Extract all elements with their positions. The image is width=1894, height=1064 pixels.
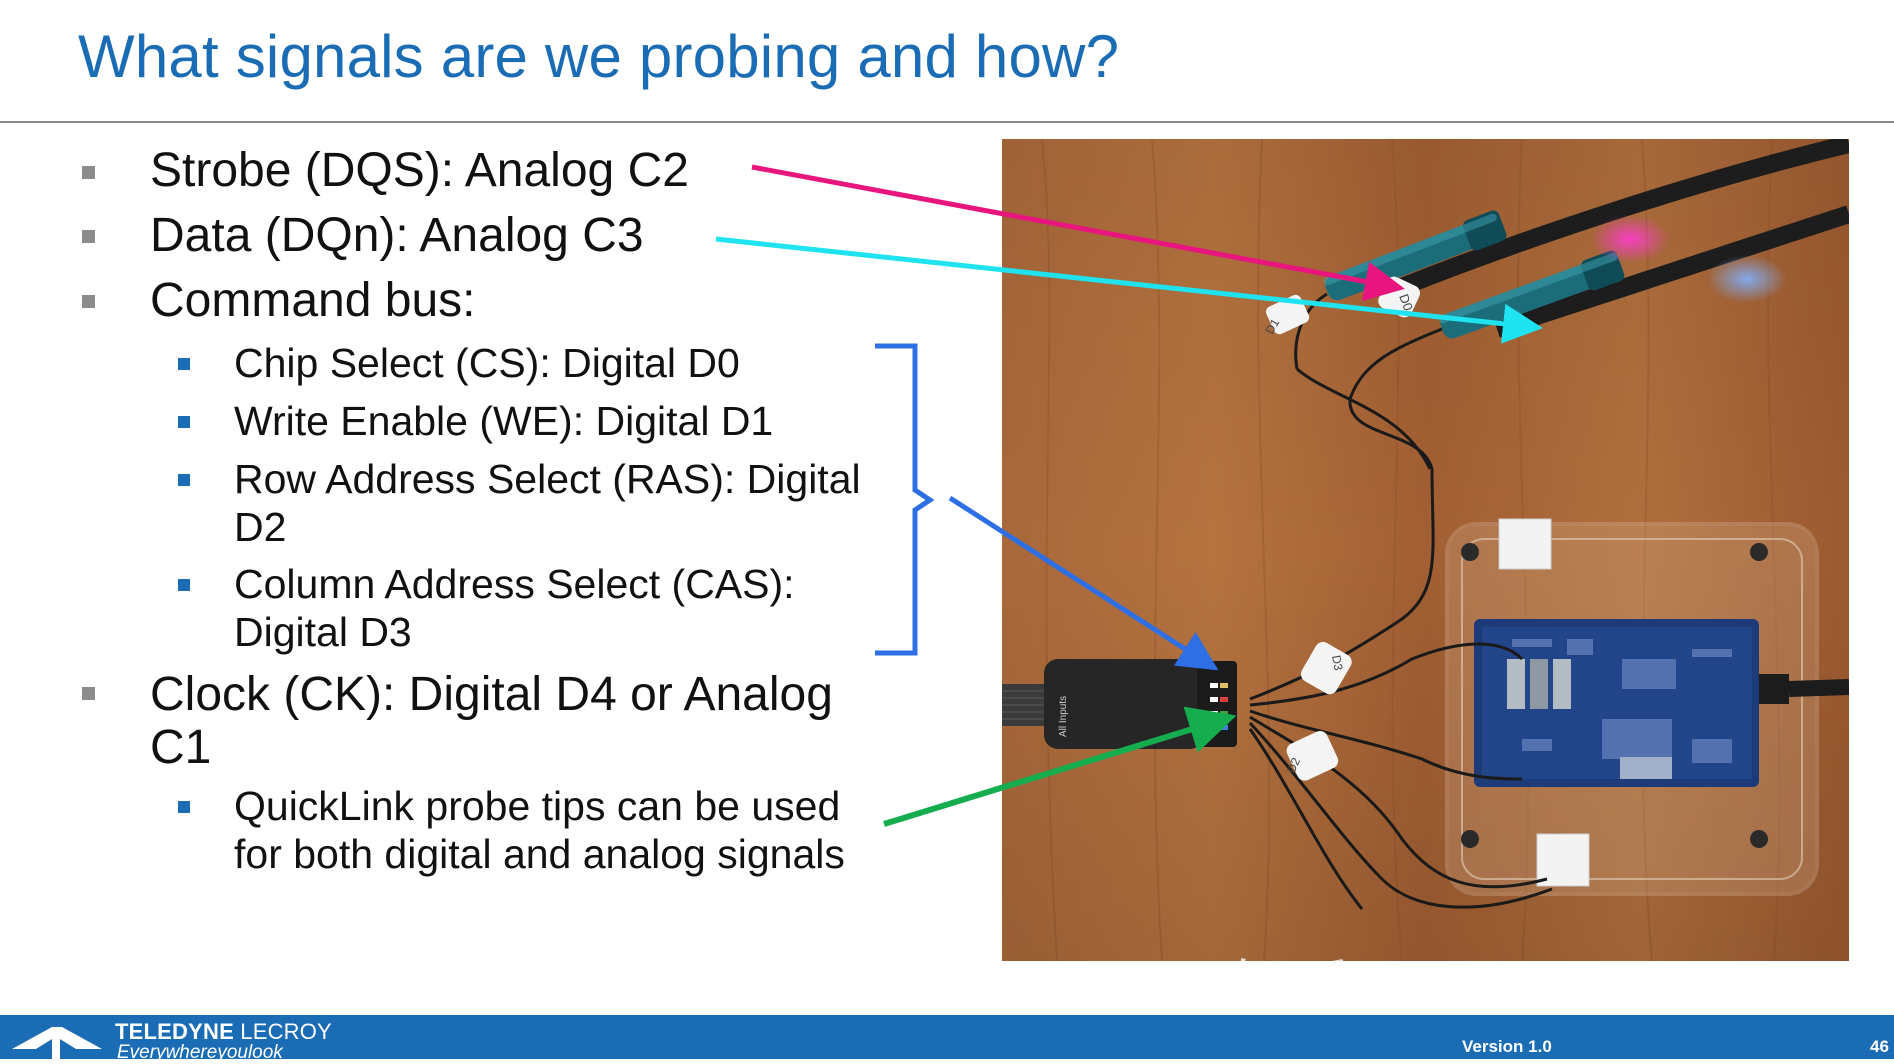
command-bus-bracket bbox=[875, 343, 935, 656]
sub-bullet-marker bbox=[178, 358, 190, 370]
slide-title: What signals are we probing and how? bbox=[78, 23, 1120, 90]
svg-text:All Inputs: All Inputs bbox=[1058, 696, 1069, 737]
bullet-marker bbox=[82, 166, 95, 179]
sub-bullet-ras-cont: D2 bbox=[234, 504, 287, 550]
sub-bullet-quicklink-cont: for both digital and analog signals bbox=[234, 831, 845, 877]
sub-bullet-marker bbox=[178, 801, 190, 813]
sub-bullet-quicklink: QuickLink probe tips can be used bbox=[234, 783, 841, 829]
brand-name: TELEDYNE LECROY bbox=[115, 1019, 332, 1045]
bullet-clock: Clock (CK): Digital D4 or Analog bbox=[150, 668, 833, 721]
zhihu-watermark: 知乎 @LogicJitterGibbs bbox=[1232, 954, 1894, 1024]
teledyne-logo-icon bbox=[12, 1027, 102, 1059]
version-label: Version 1.0 bbox=[1462, 1037, 1552, 1056]
sub-bullet-we: Write Enable (WE): Digital D1 bbox=[234, 398, 774, 444]
bullet-marker bbox=[82, 230, 95, 243]
sub-bullet-marker bbox=[178, 416, 190, 428]
sub-bullet-marker bbox=[178, 579, 190, 591]
brand-light: LECROY bbox=[233, 1019, 332, 1044]
probe-setup-photo: D1 D0 bbox=[1002, 139, 1849, 961]
footer-bar: TELEDYNE LECROY Everywhereyoulook Versio… bbox=[0, 1015, 1894, 1063]
sub-bullet-ras: Row Address Select (RAS): Digital bbox=[234, 456, 861, 502]
tag-d2: D2 bbox=[1284, 755, 1303, 775]
page-number: 46 bbox=[1870, 1037, 1889, 1056]
brand-tagline: Everywhereyoulook bbox=[117, 1042, 283, 1063]
bullet-data: Data (DQn): Analog C3 bbox=[150, 209, 644, 262]
sub-bullet-cas: Column Address Select (CAS): bbox=[234, 561, 795, 607]
brand-bold: TELEDYNE bbox=[115, 1019, 234, 1044]
sub-bullet-cas-cont: Digital D3 bbox=[234, 609, 412, 655]
tag-d3: D3 bbox=[1329, 654, 1346, 672]
sub-bullet-marker bbox=[178, 474, 190, 486]
bullet-clock-cont: C1 bbox=[150, 721, 212, 774]
bullet-strobe: Strobe (DQS): Analog C2 bbox=[150, 144, 689, 197]
sub-bullet-cs: Chip Select (CS): Digital D0 bbox=[234, 340, 740, 386]
bullet-command-bus: Command bus: bbox=[150, 274, 476, 327]
title-divider bbox=[0, 121, 1894, 123]
bullet-marker bbox=[82, 687, 95, 700]
bullet-marker bbox=[82, 295, 95, 308]
